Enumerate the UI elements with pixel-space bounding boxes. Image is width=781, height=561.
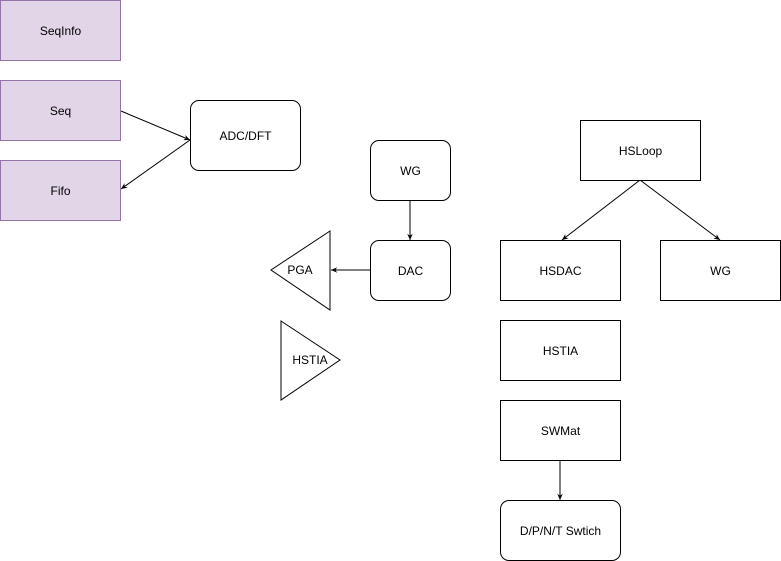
swmat-label: SWMat — [540, 423, 581, 438]
dpnt-switch-label: D/P/N/T Swtich — [519, 523, 602, 538]
dpnt-switch-box[interactable]: D/P/N/T Swtich — [500, 500, 621, 561]
edge-hsloop-to-wg — [639, 179, 721, 241]
fifo-box[interactable]: Fifo — [0, 160, 121, 221]
swmat-box[interactable]: SWMat — [500, 400, 621, 461]
fifo-label: Fifo — [50, 183, 71, 198]
hsloop-label: HSLoop — [618, 143, 663, 158]
edge-adc-to-fifo — [120, 139, 191, 190]
pga-label: PGA — [287, 263, 313, 277]
dac-label: DAC — [397, 263, 424, 278]
wg-mid-label: WG — [400, 163, 421, 178]
dac-box[interactable]: DAC — [370, 240, 451, 301]
adc-dft-box[interactable]: ADC/DFT — [190, 100, 301, 171]
wg-right-label: WG — [710, 263, 731, 278]
pga-triangle[interactable]: PGA — [278, 250, 322, 290]
adc-dft-label: ADC/DFT — [219, 128, 272, 143]
hstia-box-label: HSTIA — [542, 343, 579, 358]
seqinfo-label: SeqInfo — [39, 23, 82, 38]
wg-right-box[interactable]: WG — [660, 240, 781, 301]
hsdac-label: HSDAC — [539, 263, 582, 278]
hsloop-box[interactable]: HSLoop — [580, 120, 701, 181]
edge-hsloop-to-hsdac — [561, 179, 641, 241]
seq-label: Seq — [49, 103, 72, 118]
hstia-triangle-shape — [280, 320, 341, 401]
hsdac-box[interactable]: HSDAC — [500, 240, 621, 301]
wg-mid-box[interactable]: WG — [370, 140, 451, 201]
hstia-tri-label: HSTIA — [292, 353, 328, 367]
hstia-box[interactable]: HSTIA — [500, 320, 621, 381]
seqinfo-box[interactable]: SeqInfo — [0, 0, 121, 61]
pga-triangle-shape — [270, 230, 331, 311]
seq-box[interactable]: Seq — [0, 80, 121, 141]
edge-seq-to-adc — [120, 110, 191, 141]
hstia-triangle[interactable]: HSTIA — [284, 340, 336, 380]
